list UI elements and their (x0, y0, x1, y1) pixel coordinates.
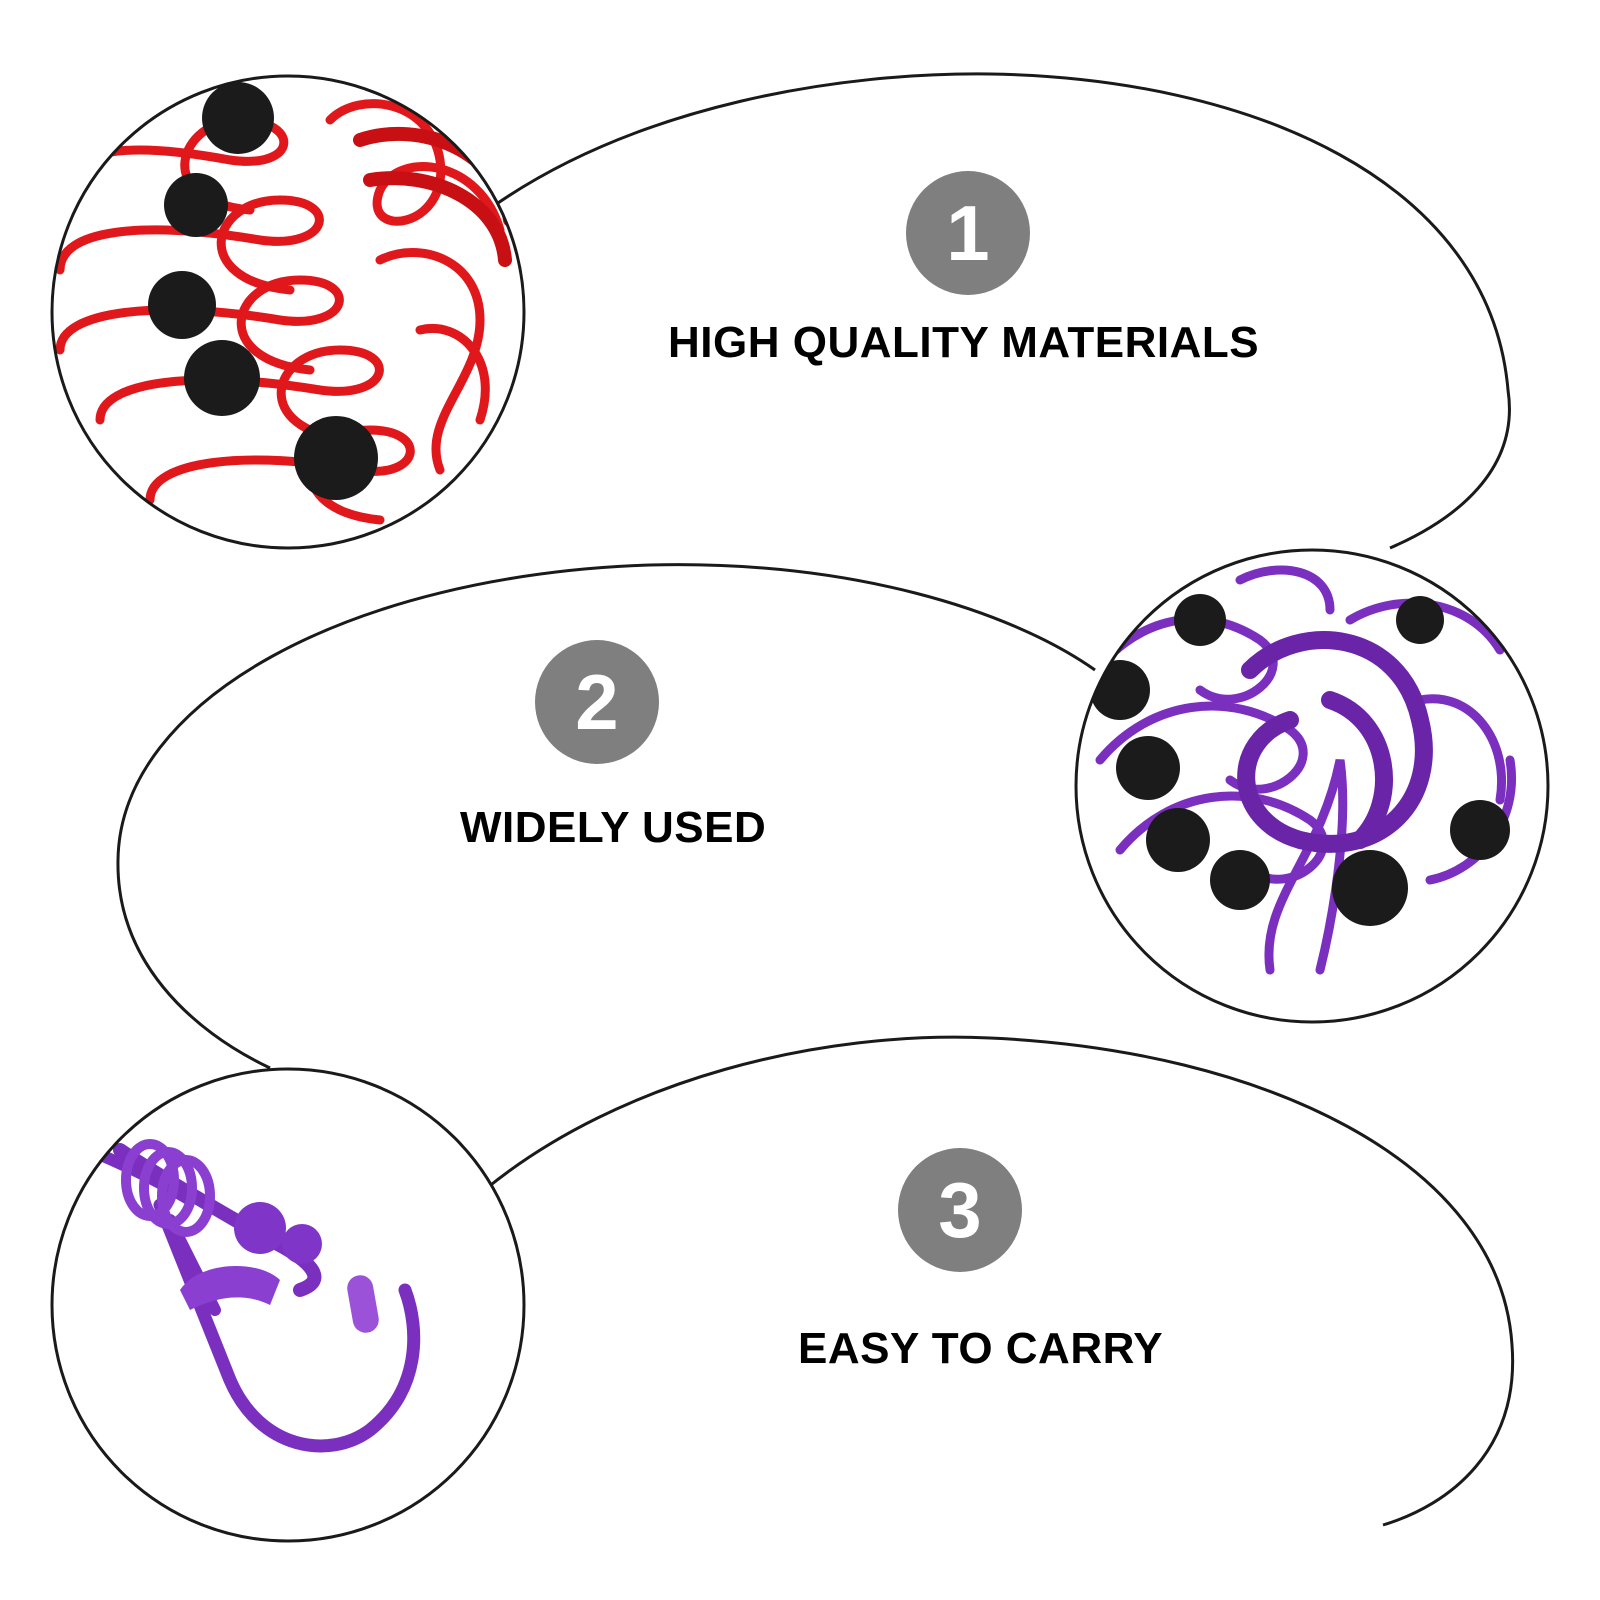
number-badge-1: 1 (906, 171, 1030, 295)
purple-bungee-clips-image (1085, 565, 1516, 975)
feature-title-easy-to-carry: EASY TO CARRY (798, 1324, 1164, 1373)
red-clothesline-photo (50, 74, 526, 550)
purple-hook-photo (50, 1067, 526, 1543)
badge-number-2: 2 (575, 657, 619, 746)
badge-number-1: 1 (946, 188, 990, 277)
number-badge-2: 2 (535, 640, 659, 764)
number-badge-3: 3 (898, 1148, 1022, 1272)
outline-curve-1 (494, 72, 1511, 550)
outline-curve-3 (486, 1035, 1515, 1527)
purple-hook-closeup-image (52, 1124, 421, 1453)
badge-number-3: 3 (938, 1165, 982, 1254)
outline-curve-2 (116, 563, 1096, 1070)
feature-title-widely-used: WIDELY USED (460, 803, 767, 852)
feature-title-high-quality: HIGH QUALITY MATERIALS (668, 318, 1260, 367)
purple-clothesline-photo (1074, 548, 1550, 1024)
